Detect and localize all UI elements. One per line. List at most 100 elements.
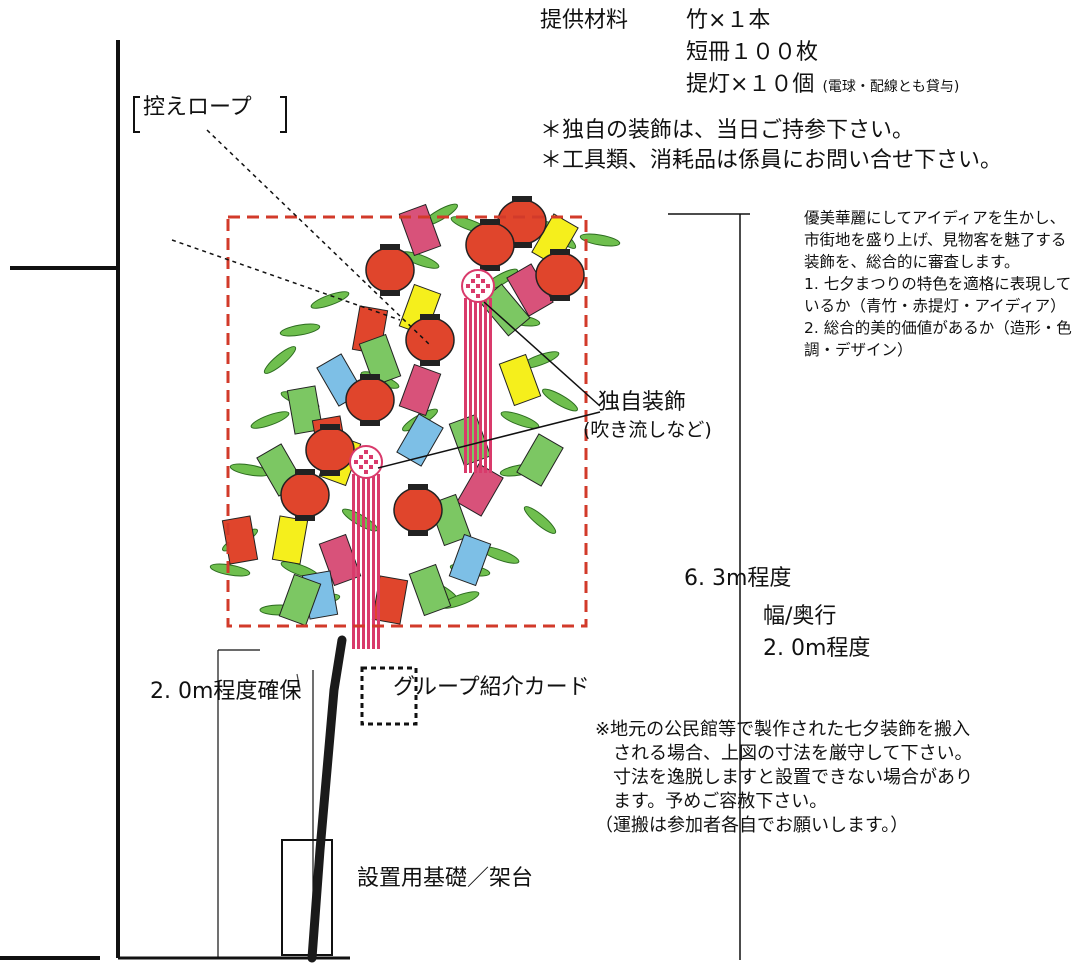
group-card-label: グループ紹介カード [393,675,590,700]
material-note: (電球・配線とも貸与) [822,79,960,95]
lantern-cap [512,196,532,202]
streamer-stripe [362,474,365,649]
width-value: 2. 0m程度 [763,636,871,661]
streamer-stripe [474,298,477,473]
lantern-cap [512,242,532,248]
lantern [393,487,443,533]
lantern-cap [360,420,380,426]
rope-lines [171,129,431,346]
criteria-intro: 優美華麗にしてアイディアを生かし、市街地を盛り上げ、見物客を魅了する装飾を、総合… [804,209,1067,271]
materials-heading: 提供材料 [540,8,629,33]
bamboo-leaf [310,291,350,309]
streamer-check [364,460,368,464]
decoration-pointer-lines [377,301,601,469]
tanzaku-strip [371,575,409,625]
rope-label-bracket-right [280,96,287,133]
streamer-stripe [352,474,355,649]
lantern-cap [295,515,315,521]
decoration-label: 独自装飾 [598,390,687,415]
caution-line: ます。予めご容赦下さい。 [595,791,828,813]
streamer-check [476,294,480,298]
lantern-cap [480,219,500,225]
lantern [305,427,355,473]
streamer-check [364,470,368,474]
tanzaku-strip [398,363,442,417]
streamer-check [364,450,368,454]
tanzaku-strip [408,563,452,617]
bamboo-leaf [263,346,297,374]
lantern-cap [550,249,570,255]
tanzaku-strip [516,433,564,487]
streamer-check [481,279,485,283]
streamer-check [471,289,475,293]
criteria-item: 1. 七夕まつりの特色を適格に表現しているか（青竹・赤提灯・アイディア） [804,275,1072,315]
bamboo-leaf [250,411,290,429]
criteria-item: 2. 総合的美的価値があるか（造形・色調・デザイン） [804,319,1072,359]
streamer-check [466,284,470,288]
bamboo-pole [307,635,347,963]
streamer-check [476,274,480,278]
decoration-area-frame [226,215,588,628]
decoration-group [209,196,621,649]
streamer-check [476,284,480,288]
lantern [345,377,395,423]
streamer-check [486,284,490,288]
streamer-check [359,455,363,459]
pole-mark [296,673,301,691]
height-dimension-line [668,213,750,960]
tanzaku-strip [278,573,322,627]
streamer-stripe [484,298,487,473]
streamer-stripe [489,298,492,473]
streamer-stripe [367,474,370,649]
material-item: 提灯×１０個(電球・配線とも貸与) [686,72,960,97]
streamer-check [374,460,378,464]
bamboo-leaf [542,388,578,412]
lantern-cap [408,530,428,536]
streamer-check [359,465,363,469]
lantern [365,247,415,293]
width-label: 幅/奥行 [763,604,837,629]
lantern-cap [295,469,315,475]
base-label: 設置用基礎／架台 [357,866,534,891]
material-item: 竹×１本 [686,8,771,33]
streamer-check [369,455,373,459]
bamboo-leaf [523,506,557,534]
lantern-cap [408,484,428,490]
bamboo-leaf [279,323,321,337]
clearance-label: 2. 0m程度確保 [150,679,302,704]
height-label: 6. 3m程度 [684,566,792,591]
caution-line: される場合、上図の寸法を厳守して下さい。 [595,743,973,765]
rope-label-bracket-left [133,96,140,133]
lantern-cap [360,374,380,380]
streamer-stripe [464,298,467,473]
judging-criteria: 優美華麗にしてアイディアを生かし、市街地を盛り上げ、見物客を魅了する装飾を、総合… [804,207,1080,361]
lantern-cap [420,360,440,366]
lantern [465,222,515,268]
pole-base [281,839,333,956]
bamboo-leaf [209,563,251,577]
lantern-cap [550,295,570,301]
lantern-cap [380,290,400,296]
bamboo-leaf [579,233,621,247]
notice-line: ＊独自の装飾は、当日ご持参下さい。 [540,118,915,143]
lantern [535,252,585,298]
caution-line: 寸法を逸脱しますと設置できない場合があり [595,767,973,789]
caution-line: ※地元の公民館等で製作された七夕装飾を搬入 [595,719,971,740]
tanzaku-strip [396,413,444,467]
tanzaku-strip [498,353,542,407]
caution-note: ※地元の公民館等で製作された七夕装飾を搬入 される場合、上図の寸法を厳守して下さ… [595,718,973,839]
streamer-stripe [479,298,482,473]
group-card-box [360,666,418,726]
material-item: 短冊１００枚 [686,40,819,65]
streamer-stripe [469,298,472,473]
rope-label: 控えロープ [143,95,252,120]
lantern-cap [320,424,340,430]
lantern-cap [320,470,340,476]
streamer-stripe [357,474,360,649]
tanzaku-strip [358,333,402,387]
decoration-sublabel: (吹き流しなど) [583,419,712,441]
streamer-check [354,460,358,464]
streamer-check [369,465,373,469]
streamer-check [471,279,475,283]
